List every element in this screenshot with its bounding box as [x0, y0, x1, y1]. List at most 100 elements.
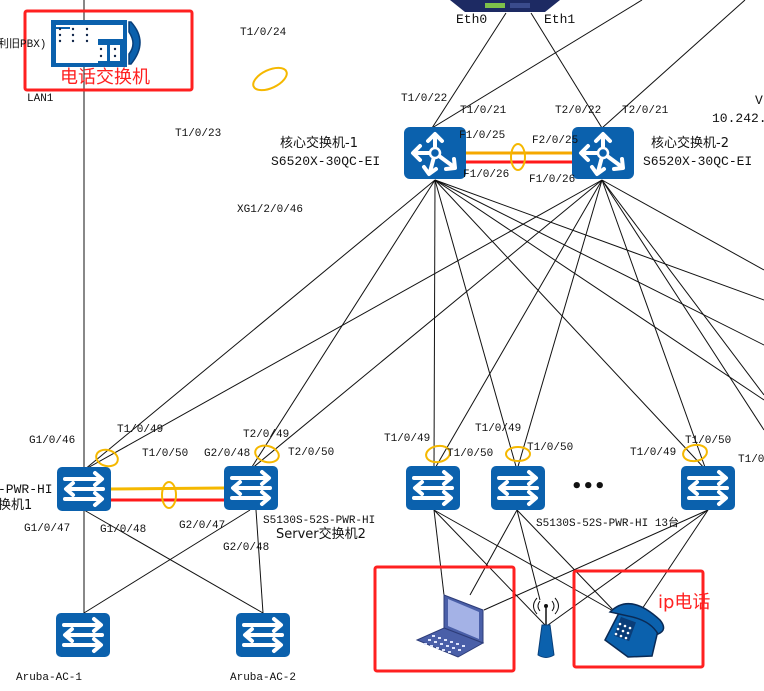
link-eth1-core2: [530, 12, 603, 129]
pbx-keypad: [97, 45, 107, 61]
link: [601, 179, 764, 271]
link: [469, 509, 518, 596]
pbx-card: [70, 25, 84, 63]
pbx-highlight-box: [23, 9, 194, 92]
pbx-caption: 电话交换机: [60, 67, 150, 88]
link: [601, 179, 764, 431]
link: [433, 179, 603, 471]
lag-ring: [161, 481, 177, 509]
access-switch-2-icon[interactable]: [489, 464, 547, 512]
port-eth0: Eth0: [456, 12, 487, 27]
pbx-keypad: [110, 45, 120, 61]
port-t2-0-21: T2/0/21: [622, 105, 669, 117]
link: [83, 179, 436, 471]
port-xg1-2-0-46: XG1/2/0/46: [237, 204, 303, 216]
server-switch-2-name: Server交换机2: [276, 526, 366, 542]
ip-phone-icon[interactable]: [604, 603, 665, 658]
port-f1-0-26-core2: F1/0/26: [529, 174, 575, 186]
port-g1-0-46: G1/0/46: [29, 435, 75, 447]
access-switch-n-icon[interactable]: [679, 464, 737, 512]
pbx-device[interactable]: [51, 20, 141, 67]
server-switch-1-name-partial: 换机1: [0, 498, 32, 513]
link: [434, 179, 764, 401]
core-switch-1-model: S6520X-30QC-EI: [271, 154, 380, 169]
port-right-partial: T1/0: [738, 454, 764, 466]
server-appliance-display: [485, 3, 505, 8]
link: [639, 509, 709, 613]
laptop-icon[interactable]: [415, 594, 485, 658]
link-top-core1: [431, 0, 643, 129]
server-switch-1-model-partial: -PWR-HI: [0, 482, 53, 497]
ip-address-partial: 10.242.: [712, 111, 764, 126]
server-appliance[interactable]: [450, 0, 560, 12]
port-t1-0-22: T1/0/22: [401, 93, 447, 105]
lag-ring: [425, 444, 451, 464]
port-t2-0-22: T2/0/22: [555, 105, 601, 117]
link: [83, 509, 264, 614]
aruba-ac-2-icon[interactable]: [234, 611, 292, 659]
port-f2-0-25: F2/0/25: [532, 135, 578, 147]
core-switch-2-model: S6520X-30QC-EI: [643, 154, 752, 169]
link: [483, 509, 709, 611]
core-switch-2-name: 核心交换机-2: [651, 135, 729, 151]
port-t1-0-50-accn: T1/0/50: [685, 435, 731, 447]
port-t1-0-49-acc1: T1/0/49: [384, 433, 430, 445]
link: [83, 509, 251, 614]
port-g2-0-48-bottom: G2/0/48: [223, 542, 269, 554]
lag-rings: [95, 66, 708, 509]
lag-ring: [254, 444, 280, 464]
server-appliance-panel: [510, 3, 530, 8]
port-t1-0-50-acc1: T1/0/50: [447, 448, 493, 460]
server-switch-2-icon[interactable]: [222, 464, 280, 512]
link: [255, 509, 264, 614]
server-switch-2-model: S5130S-52S-PWR-HI: [263, 515, 375, 527]
laptop-highlight-box: [373, 565, 516, 673]
link: [516, 179, 603, 471]
port-g1-0-48: G1/0/48: [100, 524, 146, 536]
core-switch-2-icon[interactable]: [570, 125, 636, 181]
ip-phone-highlight-box: [572, 569, 705, 669]
link: [434, 179, 707, 471]
aruba-ac-1-label: Aruba-AC-1: [16, 672, 82, 684]
lag-ring: [510, 143, 526, 171]
link-eth0-core1: [431, 12, 507, 129]
port-g2-0-47: G2/0/47: [179, 520, 225, 532]
port-t1-0-50-acc2: T1/0/50: [527, 442, 573, 454]
lag-ring: [95, 448, 119, 468]
more-switches-ellipsis: •••: [571, 476, 606, 497]
link: [434, 179, 518, 471]
pbx-leds: [58, 27, 117, 58]
lag-ring: [505, 446, 531, 462]
stack-link-yellow-server: [109, 486, 225, 491]
port-t1-0-21: T1/0/21: [460, 105, 507, 117]
link: [516, 509, 616, 613]
pbx-handset-icon: [128, 21, 141, 65]
pbx-left-label: 利旧PBX): [0, 37, 46, 51]
link-top-core2: [601, 0, 746, 129]
port-f1-0-26-core1: F1/0/26: [463, 169, 509, 181]
port-t1-0-23: T1/0/23: [175, 128, 221, 140]
ip-phone-caption: ip电话: [658, 592, 710, 613]
port-t1-0-49-accn: T1/0/49: [630, 447, 676, 459]
vlan-label-partial: V: [755, 93, 763, 108]
core-switch-1-name: 核心交换机-1: [280, 135, 358, 151]
link: [433, 509, 445, 596]
link: [601, 179, 764, 396]
link: [433, 509, 616, 613]
pbx-card: [56, 25, 70, 63]
access-switch-group-label: S5130S-52S-PWR-HI 13台: [536, 515, 679, 530]
wireless-ap-icon[interactable]: [533, 597, 559, 658]
port-t2-0-49: T2/0/49: [243, 429, 289, 441]
port-t1-0-50-srv1: T1/0/50: [142, 448, 188, 460]
access-switch-1-icon[interactable]: [404, 464, 462, 512]
core-switch-1-icon[interactable]: [402, 125, 468, 181]
port-t1-0-49-srv1: T1/0/49: [117, 424, 163, 436]
link: [516, 509, 541, 601]
aruba-ac-1-icon[interactable]: [54, 611, 112, 659]
port-t2-0-50: T2/0/50: [288, 447, 334, 459]
aruba-ac-2-label: Aruba-AC-2: [230, 672, 296, 684]
server-switch-1-icon[interactable]: [55, 465, 113, 513]
link: [434, 179, 764, 346]
port-t1-0-24: T1/0/24: [240, 27, 287, 39]
port-lan1: LAN1: [27, 93, 54, 105]
